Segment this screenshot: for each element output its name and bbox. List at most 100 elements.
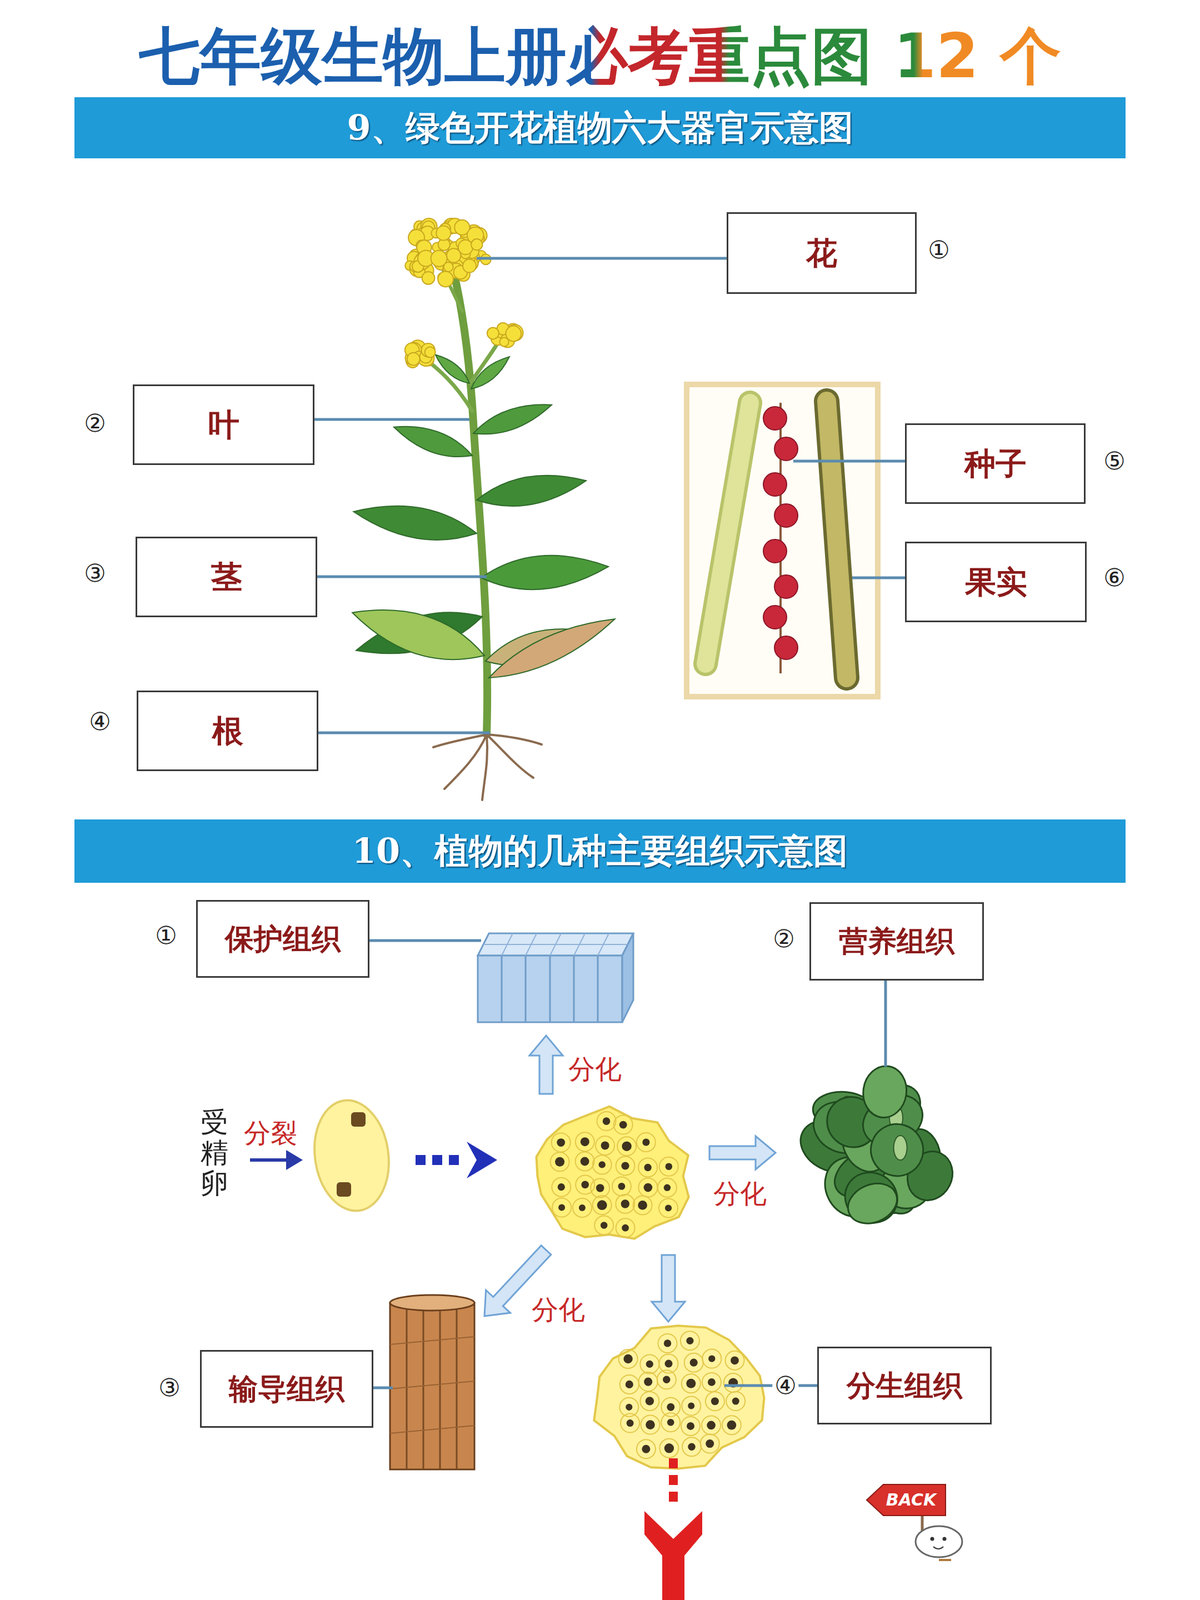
leader-line [314, 418, 470, 422]
nucleus [625, 1403, 633, 1411]
vessel-wall [390, 1425, 475, 1434]
box-text: 9、绿色开花植物六大器官示意图 [346, 107, 853, 149]
mascot-eye [942, 1537, 947, 1542]
cell-wall [572, 1198, 592, 1218]
cell-wall [616, 1218, 635, 1238]
nucleus [662, 1376, 670, 1384]
conducting-tissue [390, 1302, 475, 1470]
nucleus [643, 1183, 653, 1193]
leader-line [476, 257, 727, 260]
cell-wall [617, 1136, 637, 1156]
differentiation-arrow [651, 1255, 685, 1322]
cell-wall [575, 1132, 595, 1152]
flower [437, 271, 454, 288]
cell-wall [620, 1375, 639, 1394]
leaf [351, 496, 480, 549]
dash [668, 1491, 678, 1502]
root [486, 734, 542, 745]
nucleus [686, 1337, 694, 1345]
leaf [467, 352, 514, 394]
cell-wall [525, 955, 527, 1023]
cell-wall [725, 1351, 745, 1370]
vessel-wall [439, 1302, 442, 1470]
zygote [307, 1095, 397, 1216]
callout-number: ② [83, 408, 106, 439]
nucleus [581, 1181, 589, 1189]
cell-wall [616, 1156, 635, 1176]
seed [763, 406, 787, 430]
cell-wall [702, 1372, 722, 1392]
cell-wall [638, 1372, 658, 1392]
seed [774, 636, 798, 660]
nutrient-cell [863, 1117, 930, 1183]
differentiation-arrow [709, 1136, 776, 1170]
vessel-wall [406, 1302, 408, 1470]
cell-wall [661, 1412, 680, 1432]
cell-wall [681, 1396, 701, 1416]
cell-wall [612, 1176, 632, 1196]
cell-wall [573, 955, 575, 1023]
pod [705, 402, 750, 664]
box-text: 果实 [965, 563, 1028, 601]
nucleus [665, 1204, 672, 1212]
cell-wall [723, 1373, 743, 1393]
nutrient-cell [860, 1063, 910, 1121]
nucleus [621, 1161, 629, 1170]
vessel-wall [390, 1381, 475, 1389]
nutrient-cell [841, 1176, 903, 1231]
pod [826, 401, 847, 678]
nucleus [625, 1380, 634, 1389]
label-box: 花 [726, 212, 917, 294]
nucleus [643, 1377, 653, 1387]
leaf [431, 350, 473, 388]
box-text: 茎 [211, 558, 243, 596]
callout-number: ② [772, 924, 795, 954]
cell-mass [593, 1325, 764, 1469]
cell-wall [592, 1155, 612, 1174]
nucleus [643, 1163, 652, 1172]
label-box: 输导组织 [200, 1350, 374, 1428]
seed [763, 605, 787, 629]
division-arrow [286, 1150, 303, 1170]
root [433, 734, 487, 748]
dash [448, 1155, 459, 1165]
box-text: 花 [806, 234, 838, 272]
process-label: 分化 [568, 1053, 622, 1086]
callout-number: ③ [158, 1373, 180, 1403]
label-box: 种子 [905, 423, 1086, 504]
leader-line [369, 939, 482, 943]
nucleus [621, 1224, 629, 1232]
seed [763, 539, 787, 563]
picture-frame [686, 384, 878, 697]
cell-wall [638, 1158, 658, 1178]
nucleus [663, 1339, 672, 1347]
cell-wall [702, 1349, 722, 1369]
callout-number: ④ [88, 707, 111, 737]
cell-wall [681, 1416, 700, 1436]
leaf [390, 417, 477, 466]
leader-line [317, 575, 487, 579]
chloroplast [893, 1135, 908, 1160]
vessel-wall [456, 1302, 458, 1470]
leader-line [373, 1386, 393, 1390]
flower [505, 326, 522, 342]
leaf [483, 607, 620, 689]
vessel-wall [390, 1336, 475, 1345]
nucleus [556, 1138, 565, 1147]
nucleus [687, 1402, 695, 1410]
cell-wall [549, 955, 552, 1023]
cell-wall [590, 1178, 610, 1198]
box-text: 输导组织 [228, 1371, 345, 1407]
nucleus [621, 1199, 630, 1208]
nucleus [645, 1396, 654, 1405]
cell-wall [681, 1373, 701, 1393]
cell-wall [684, 1353, 704, 1373]
protective-tissue [477, 933, 634, 956]
leaf [479, 550, 610, 595]
cell-wall [551, 1133, 571, 1153]
nucleus [558, 1204, 565, 1212]
leader-line [793, 460, 905, 463]
cell-wall [659, 1438, 679, 1458]
nucleus [642, 1138, 650, 1146]
cell-wall [658, 1198, 678, 1218]
